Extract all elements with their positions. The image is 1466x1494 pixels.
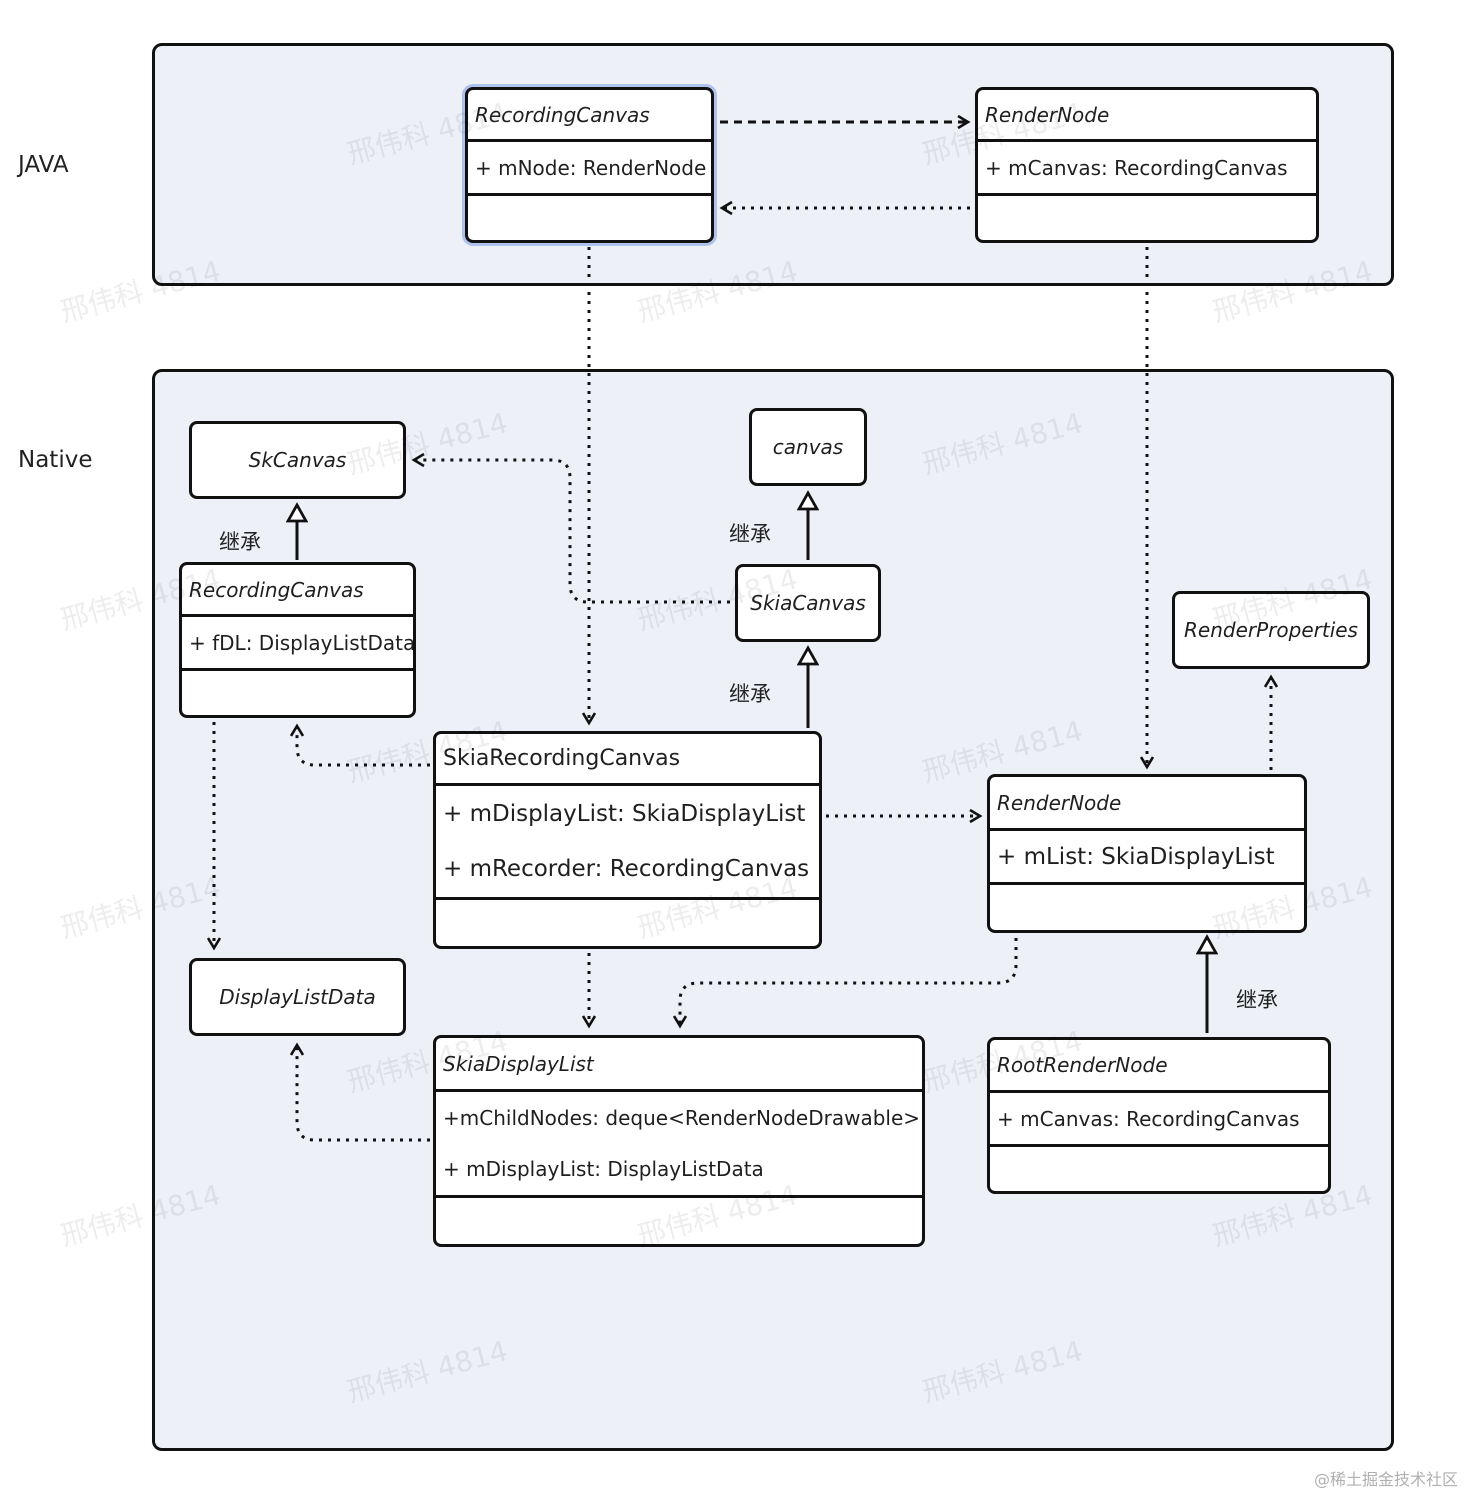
class-attribute: + mList: SkiaDisplayList — [997, 843, 1275, 870]
render-properties-box[interactable]: RenderProperties — [1172, 591, 1370, 669]
class-name: RenderNode — [978, 90, 1316, 142]
class-attributes: +mChildNodes: deque<RenderNodeDrawable> … — [436, 1092, 922, 1198]
class-attributes: + mCanvas: RecordingCanvas — [990, 1093, 1328, 1147]
inherit-label: 继承 — [219, 530, 261, 554]
class-attributes: + mNode: RenderNode — [468, 142, 711, 196]
class-name: RecordingCanvas — [182, 565, 413, 617]
skiacanvas-box[interactable]: SkiaCanvas — [735, 564, 881, 642]
class-name: RootRenderNode — [990, 1040, 1328, 1093]
inherit-label: 继承 — [729, 682, 771, 706]
native-region-label: Native — [18, 447, 93, 473]
class-attribute: + mDisplayList: DisplayListData — [443, 1157, 764, 1182]
site-credit: @稀土掘金技术社区 — [1313, 1470, 1458, 1489]
class-attributes: + mCanvas: RecordingCanvas — [978, 142, 1316, 196]
inherit-label: 继承 — [729, 522, 771, 546]
inherit-label: 继承 — [1236, 988, 1278, 1012]
class-attribute: + mRecorder: RecordingCanvas — [443, 856, 810, 883]
class-attribute: +mChildNodes: deque<RenderNodeDrawable> — [443, 1105, 921, 1130]
display-list-data-box[interactable]: DisplayListData — [189, 958, 406, 1036]
class-attribute: + mCanvas: RecordingCanvas — [985, 155, 1288, 180]
java-region-label: JAVA — [18, 152, 69, 178]
root-render-node-class[interactable]: RootRenderNode + mCanvas: RecordingCanva… — [987, 1037, 1331, 1194]
class-name: RenderNode — [990, 777, 1304, 831]
skcanvas-box[interactable]: SkCanvas — [189, 421, 406, 499]
java-render-node-class[interactable]: RenderNode + mCanvas: RecordingCanvas — [975, 87, 1319, 243]
native-render-node-class[interactable]: RenderNode + mList: SkiaDisplayList — [987, 774, 1307, 933]
class-attribute: + fDL: DisplayListData — [189, 630, 416, 655]
class-attribute: + mNode: RenderNode — [475, 155, 707, 180]
native-recording-canvas-class[interactable]: RecordingCanvas + fDL: DisplayListData — [179, 562, 416, 718]
class-attribute: + mCanvas: RecordingCanvas — [997, 1106, 1300, 1131]
class-attributes: + mList: SkiaDisplayList — [990, 831, 1304, 885]
java-recording-canvas-class[interactable]: RecordingCanvas + mNode: RenderNode — [465, 87, 714, 243]
class-name: SkiaRecordingCanvas — [436, 734, 819, 786]
class-attributes: + fDL: DisplayListData — [182, 617, 413, 671]
class-attributes: + mDisplayList: SkiaDisplayList + mRecor… — [436, 786, 819, 900]
canvas-box[interactable]: canvas — [749, 408, 867, 486]
class-name: SkiaDisplayList — [436, 1038, 922, 1092]
skia-recording-canvas-class[interactable]: SkiaRecordingCanvas + mDisplayList: Skia… — [433, 731, 822, 949]
class-attribute: + mDisplayList: SkiaDisplayList — [443, 800, 806, 827]
class-name: RecordingCanvas — [468, 90, 711, 142]
skia-display-list-class[interactable]: SkiaDisplayList +mChildNodes: deque<Rend… — [433, 1035, 925, 1247]
